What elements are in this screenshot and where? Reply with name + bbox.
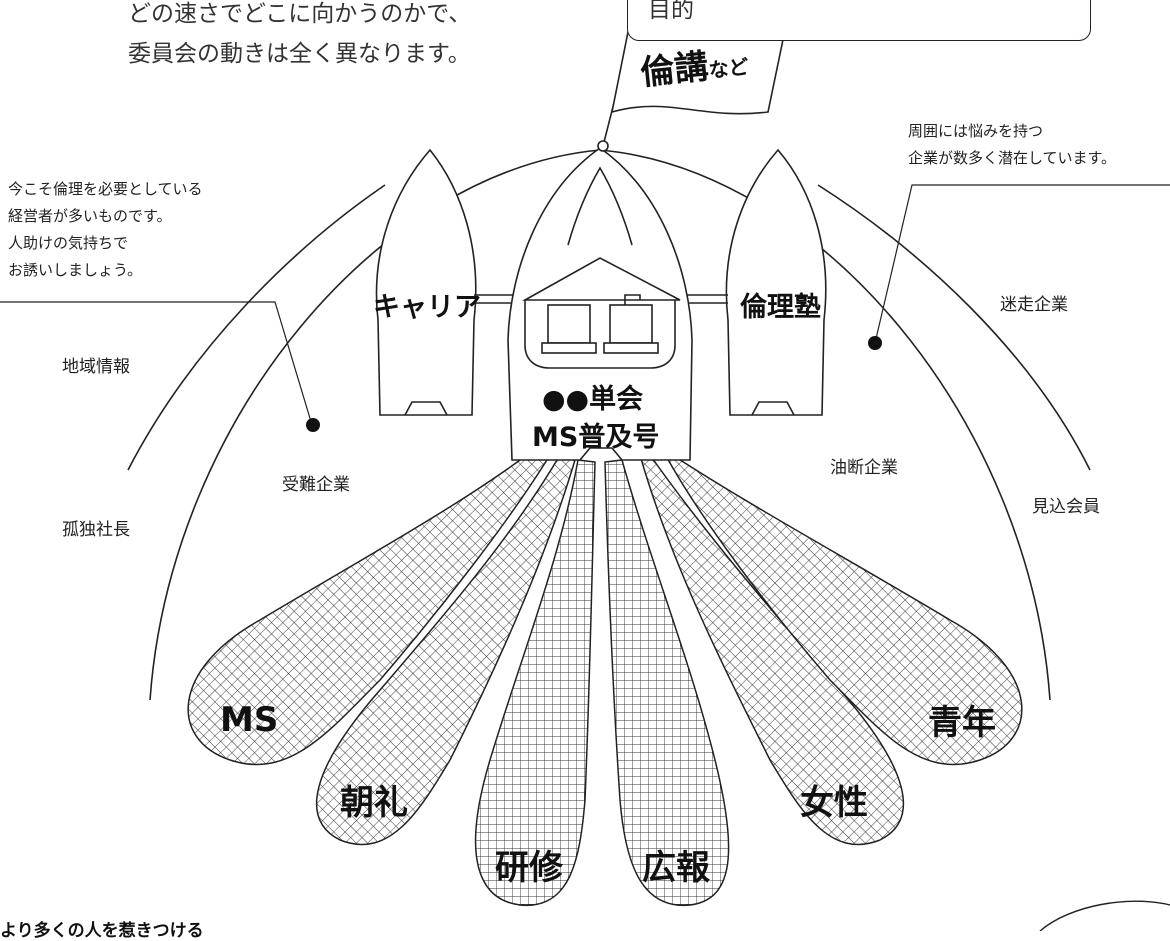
net-josei [639, 454, 905, 846]
net-label-kenshu: 研修 [495, 848, 563, 888]
callout-text: 目的 [648, 0, 694, 23]
boat-career-label: キャリア [373, 292, 481, 323]
boat-rinri-juku [725, 148, 827, 416]
area-careless-company: 油断企業 [830, 458, 898, 478]
area-prospect-member: 見込会員 [1032, 497, 1100, 517]
note-dot-left [306, 418, 320, 432]
boat-main-label-1: ●●単会 [542, 384, 644, 415]
area-wandering-company: 迷走企業 [1000, 295, 1068, 315]
inner-arc-left [127, 184, 386, 471]
boat-rinri-juku-label: 倫理塾 [740, 292, 821, 323]
boat-connectors [474, 294, 728, 304]
note-right: 周囲には悩みを持つ 企業が数多く潜在しています。 [908, 118, 1116, 172]
net-label-ms: MS [220, 700, 279, 740]
intro-line-2: 委員会の動きは全く異なります。 [128, 41, 471, 67]
note-right-line: 企業が数多く潜在しています。 [908, 149, 1117, 167]
note-left-line: 今こそ倫理を必要としている [8, 180, 203, 198]
note-left-line: 人助けの気持ちで [8, 234, 129, 252]
net-label-seinen: 青年 [928, 703, 996, 743]
intro-line-1: どの速さでどこに向かうのかで、 [128, 1, 472, 27]
net-seinen [659, 444, 1023, 766]
net-kenshu [474, 459, 596, 906]
boat-main-label-2: MS普及号 [532, 422, 660, 453]
area-troubled-company: 受難企業 [282, 475, 350, 495]
note-dot-right [868, 336, 882, 350]
net-label-josei: 女性 [800, 783, 868, 823]
note-left-line: お誘いしましょう。 [8, 261, 143, 279]
callout-box [627, 0, 1091, 41]
note-right-line: 周囲には悩みを持つ [908, 122, 1044, 140]
nets [187, 443, 1023, 906]
inner-arc-right [817, 184, 1091, 471]
net-label-koho: 広報 [642, 848, 710, 888]
boat-career [375, 148, 477, 416]
footer-text: より多くの人を惹きつける [0, 921, 204, 941]
bottom-right-circle [1039, 900, 1170, 931]
flag-suffix: など [707, 54, 750, 83]
area-region-info: 地域情報 [62, 357, 130, 377]
net-koho [604, 459, 730, 906]
note-left: 今こそ倫理を必要としている 経営者が多いものです。 人助けの気持ちで お誘いしま… [8, 176, 203, 284]
leader-lines [0, 184, 1170, 426]
flag-main: 倫講 [638, 46, 711, 94]
area-lonely-president: 孤独社長 [62, 520, 130, 540]
net-chorei [315, 454, 576, 846]
boat-main [507, 147, 693, 461]
net-label-chorei: 朝礼 [340, 783, 408, 823]
note-left-line: 経営者が多いものです。 [8, 207, 172, 225]
net-ms [187, 443, 551, 766]
